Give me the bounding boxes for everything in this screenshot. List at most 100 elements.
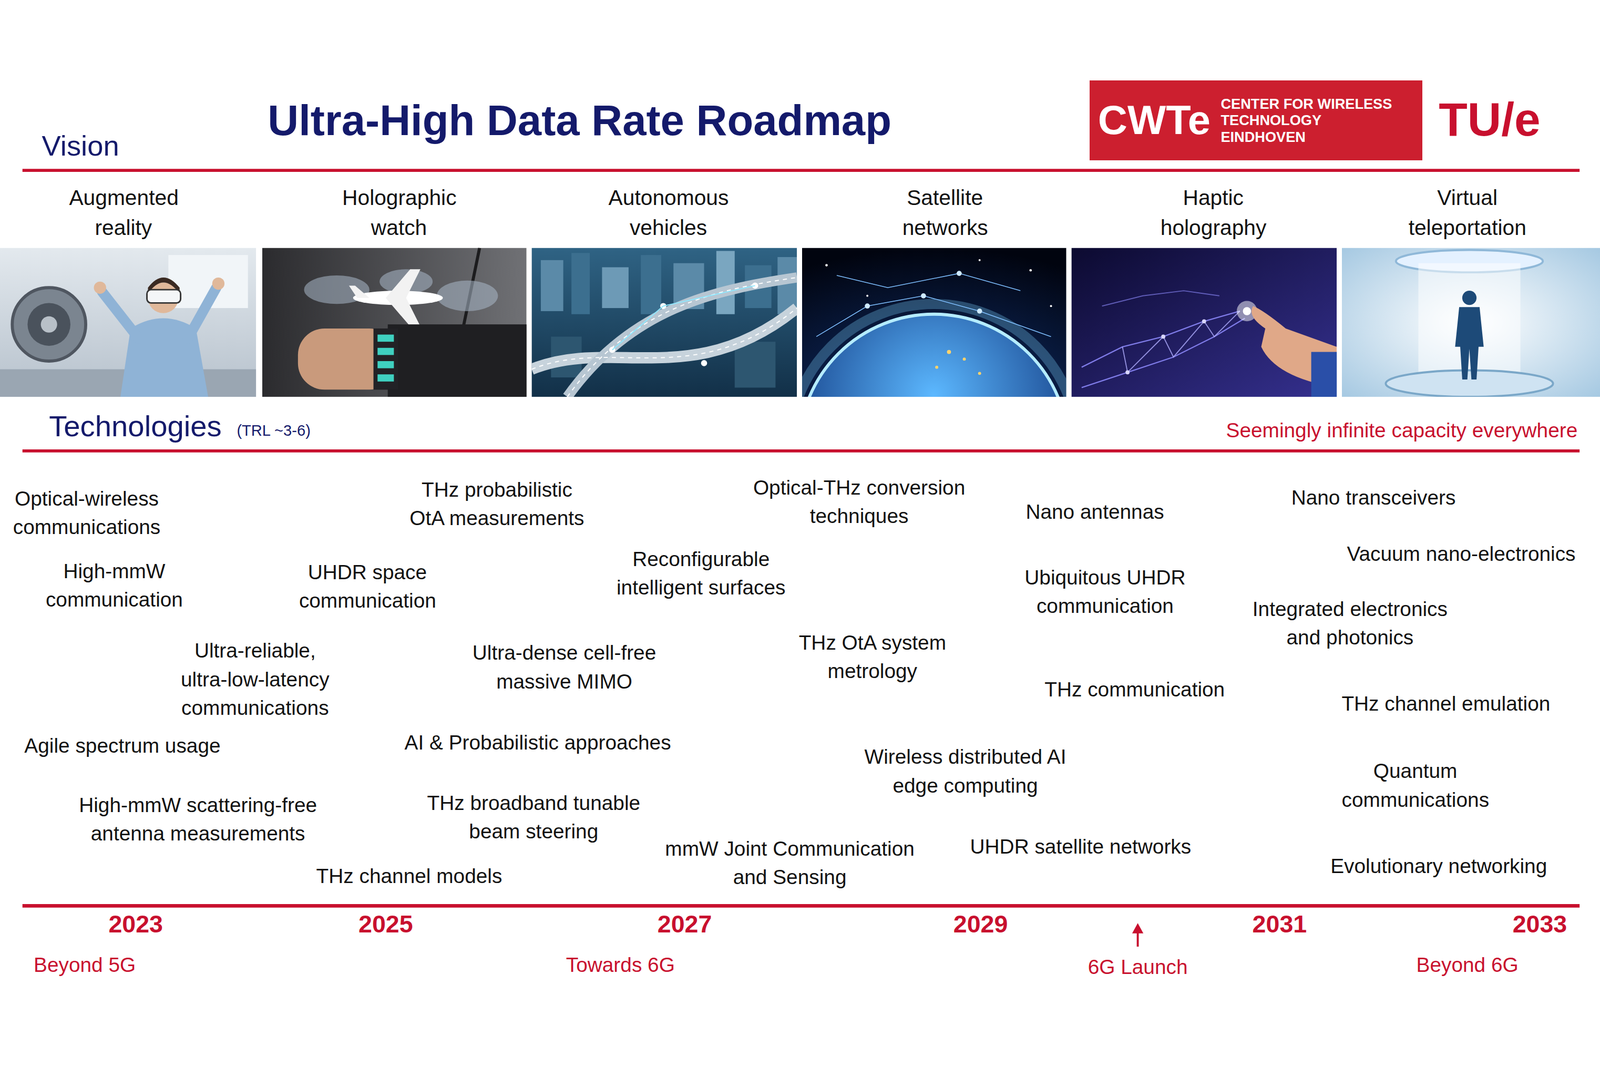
era-label: Towards 6G	[566, 950, 675, 980]
year-label: 2033	[1512, 907, 1568, 942]
illustration-part	[816, 295, 1052, 337]
technology-item: Wireless distributed AI edge computing	[855, 742, 1075, 800]
illustration-part	[349, 285, 370, 298]
technology-item: THz probabilistic OtA measurements	[409, 475, 585, 533]
illustration-part	[101, 291, 139, 339]
illustration-part	[978, 259, 981, 262]
illustration-part	[567, 277, 797, 397]
vision-heading: Autonomous vehicles	[608, 182, 729, 243]
logo-subtitle: CENTER FOR WIRELESS TECHNOLOGY EINDHOVEN	[1220, 95, 1400, 146]
technology-item: Optical-wireless communications	[12, 484, 162, 542]
illustration-part	[373, 328, 399, 390]
technology-item: Optical-THz conversion techniques	[744, 473, 974, 531]
illustration-part	[825, 263, 828, 267]
illustration-part	[1125, 370, 1130, 375]
year-label: 2025	[358, 907, 414, 942]
illustration-part	[864, 303, 870, 309]
illustration-part	[540, 260, 564, 312]
technology-item: Nano antennas	[1025, 497, 1164, 527]
illustration-part	[701, 360, 708, 367]
illustration-part	[1029, 269, 1032, 272]
illustration-part	[734, 341, 776, 388]
technology-item: THz channel models	[316, 862, 503, 891]
technology-item: UHDR satellite networks	[970, 832, 1192, 861]
technology-item: Reconfigurable intelligent surfaces	[616, 545, 786, 603]
year-label: 2031	[1252, 907, 1308, 942]
illustration-part	[1161, 334, 1166, 340]
diagram-title: Ultra-High Data Rate Roadmap	[267, 94, 892, 147]
tagline: Seemingly infinite capacity everywhere	[1226, 416, 1578, 445]
section-label: Vision	[42, 126, 120, 167]
illustration-part	[1341, 248, 1600, 397]
illustration-part	[663, 285, 756, 306]
technology-item: Ubiquitous UHDR communication	[1023, 563, 1186, 621]
augmented-reality-picture	[0, 248, 256, 397]
technology-item: Nano transceivers	[1291, 483, 1456, 512]
illustration-part	[1202, 319, 1207, 324]
illustration-part	[385, 269, 421, 327]
illustration-part	[94, 281, 107, 294]
illustration-part	[716, 250, 735, 314]
technology-item: THz channel emulation	[1341, 689, 1551, 719]
technology-item: AI & Probabilistic approaches	[404, 728, 672, 757]
vision-heading: Satellite networks	[902, 182, 988, 243]
virtual-teleportation-picture	[1341, 248, 1600, 397]
illustration-part	[1050, 304, 1053, 307]
illustration-part	[531, 248, 797, 397]
satellite-networks-picture	[802, 248, 1067, 397]
illustration-part	[212, 277, 225, 290]
illustration-part	[377, 374, 394, 382]
technology-item: THz broadband tunable beam steering	[418, 788, 649, 847]
illustration-part	[866, 294, 869, 297]
brand-text: TU/e	[1438, 86, 1541, 153]
year-label: 2027	[657, 907, 713, 942]
technology-item: THz communication	[1044, 675, 1225, 704]
illustration-part	[956, 270, 962, 276]
technology-item: UHDR space communication	[299, 558, 436, 616]
technology-item: mmW Joint Communication and Sensing	[657, 834, 923, 892]
holographic-watch-picture	[262, 248, 527, 397]
technology-item: Evolutionary networking	[1330, 852, 1547, 881]
illustration-part	[601, 267, 629, 309]
illustration-part	[947, 350, 952, 355]
illustration-part	[1102, 290, 1220, 306]
illustration-part	[1071, 248, 1337, 397]
illustration-part	[27, 302, 71, 346]
illustration-part	[387, 324, 527, 397]
autonomous-vehicles-picture	[531, 248, 797, 397]
technology-item: Quantum communications	[1341, 756, 1490, 815]
technology-item: Integrated electronics and photonics	[1252, 595, 1448, 653]
technology-item: Ultra-reliable, ultra-low-latency commun…	[180, 636, 330, 723]
illustration-part	[377, 347, 394, 356]
illustration-part	[802, 303, 1067, 397]
illustration-part	[640, 254, 662, 315]
launch-arrowhead	[1132, 922, 1144, 933]
illustration-part	[1243, 306, 1252, 316]
illustration-part	[1454, 306, 1484, 380]
illustration-part	[147, 289, 181, 303]
illustration-part	[1385, 370, 1553, 397]
technology-item: High-mmW communication	[45, 557, 183, 615]
vision-heading: Virtual teleportation	[1408, 182, 1527, 243]
illustration-part	[836, 273, 1021, 291]
illustration-part	[1418, 263, 1521, 382]
technology-item: Agile spectrum usage	[24, 731, 221, 761]
year-label: 2023	[108, 907, 163, 942]
technology-item: High-mmW scattering-free antenna measure…	[70, 791, 326, 849]
illustration-part	[962, 357, 967, 361]
logo-box: CWTeCENTER FOR WIRELESS TECHNOLOGY EINDH…	[1089, 80, 1423, 160]
vision-heading: Holographic watch	[342, 182, 456, 243]
vision-heading: Augmented reality	[68, 182, 178, 243]
technology-item: THz OtA system metrology	[798, 628, 947, 686]
illustration-part	[567, 277, 797, 397]
illustration-part	[436, 280, 498, 312]
section-label: Technologies	[48, 405, 222, 448]
illustration-part	[802, 314, 1067, 397]
illustration-part	[977, 308, 983, 314]
logo-mark: CWTe	[1098, 97, 1211, 143]
illustration-part	[571, 252, 590, 314]
illustration-part	[612, 305, 664, 350]
section-note: (TRL ~3-6)	[236, 419, 311, 442]
technology-item: Ultra-dense cell-free massive MIMO	[457, 638, 672, 696]
